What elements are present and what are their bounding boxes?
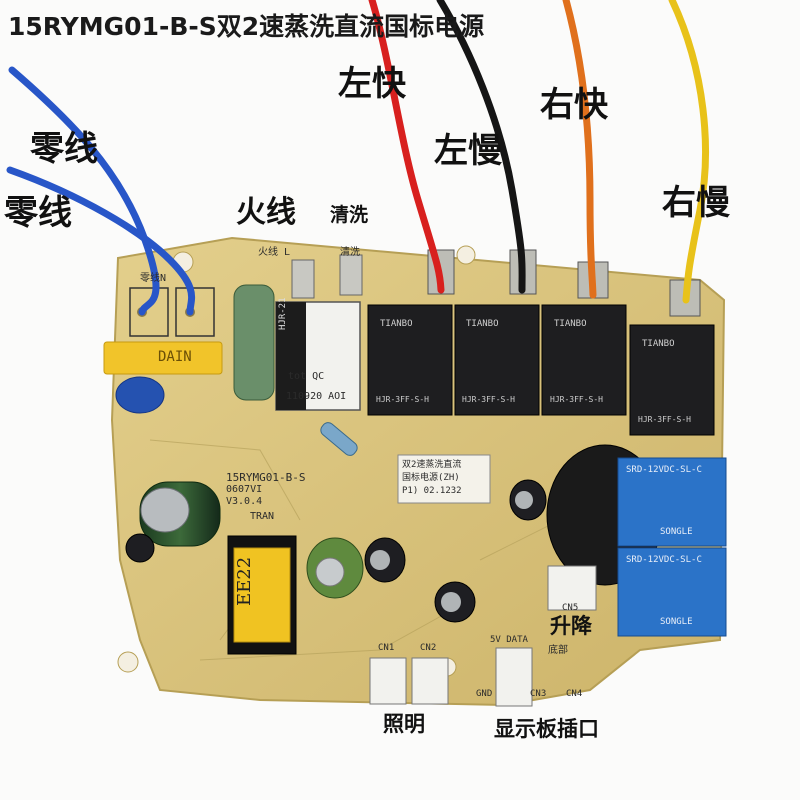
label-display-port: 显示板插口	[494, 717, 599, 741]
relay-brand-4: TIANBO	[642, 339, 675, 349]
relay-lift-down	[617, 547, 727, 637]
pcb-version: V3.0.4	[226, 496, 263, 507]
resistor	[320, 422, 358, 456]
label-lift: 升降	[550, 614, 592, 638]
pcb-date: 110920 AOI	[286, 391, 347, 402]
cn1-connector	[369, 657, 407, 705]
relay-brand-3: TIANBO	[554, 319, 587, 329]
relay-lift-up	[617, 457, 727, 547]
label-left-fast: 左快	[338, 64, 406, 104]
relay-model-2: HJR-3FF-S-H	[462, 395, 515, 404]
film-capacitor	[233, 284, 275, 401]
srd-brand-1: SONGLE	[660, 527, 693, 537]
wire-neutral-2	[6, 166, 196, 316]
neutral-terminal	[175, 287, 215, 337]
pcb-cap-label: DAIN	[158, 349, 192, 365]
cn2-connector	[411, 657, 449, 705]
srd-brand-2: SONGLE	[660, 617, 693, 627]
neutral-terminal	[129, 287, 169, 337]
relay-left-slow	[454, 304, 540, 416]
label-lighting: 照明	[383, 712, 425, 736]
wire-right-fast	[562, 0, 597, 299]
cn3-label: CN3	[530, 689, 547, 699]
pcb-clean-silk: 清洗	[340, 247, 360, 258]
label-live: 火线	[236, 195, 296, 230]
srd-model-2: SRD-12VDC-SL-C	[626, 555, 702, 565]
cn1-label: CN1	[378, 643, 395, 653]
mount-hole	[117, 651, 139, 673]
sticker-line3: P1) 02.1232	[402, 486, 462, 496]
label-right-slow: 右慢	[662, 183, 730, 223]
sticker-line2: 国标电源(ZH)	[402, 473, 460, 483]
sticker-line1: 双2速蒸洗直流	[402, 460, 462, 470]
pcb-rev: 0607VI	[226, 484, 263, 495]
label-left-slow: 左慢	[434, 131, 502, 171]
pcb-tran: TRAN	[250, 511, 275, 522]
label-right-fast: 右快	[540, 85, 608, 125]
relay-right-fast	[541, 304, 627, 416]
pcb-live-silk: 火线 L	[258, 247, 291, 258]
cn5-label: CN5	[562, 603, 579, 613]
dc-5v-label: 5V DATA	[490, 635, 528, 645]
relay-brand-2: TIANBO	[466, 319, 499, 329]
srd-model-1: SRD-12VDC-SL-C	[626, 465, 702, 475]
pcb-model: 15RYMG01-B-S	[226, 471, 306, 484]
relay-left-fast	[367, 304, 453, 416]
relay-brand-1: TIANBO	[380, 319, 413, 329]
transformer-label: EE22	[234, 556, 255, 606]
pcb-neutral-silk: 零线N	[140, 273, 167, 284]
disc-capacitor	[115, 376, 165, 414]
mount-hole	[456, 245, 476, 265]
label-sticker	[397, 454, 491, 504]
cn4-label: CN4	[566, 689, 583, 699]
wire-neutral-1	[8, 66, 160, 316]
x-capacitor	[103, 341, 223, 375]
wire-left-fast	[368, 0, 445, 294]
pcb-qc: tot QC	[288, 371, 325, 382]
wire-right-slow	[668, 0, 709, 304]
gnd-label: GND	[476, 689, 493, 699]
label-neutral-2: 零线	[4, 193, 72, 233]
cn2-label: CN2	[420, 643, 437, 653]
display-connector	[495, 647, 533, 707]
pcb-hjr21: HJR-21	[278, 297, 288, 330]
wire-left-slow	[436, 0, 526, 294]
cn5-connector	[547, 565, 597, 611]
relay-model-4: HJR-3FF-S-H	[638, 415, 691, 424]
relay-model-1: HJR-3FF-S-H	[376, 395, 429, 404]
bottom-label: 底部	[548, 645, 568, 656]
label-clean: 清洗	[330, 204, 369, 226]
relay-model-3: HJR-3FF-S-H	[550, 395, 603, 404]
label-neutral-1: 零线	[30, 129, 98, 169]
page-title: 15RYMG01-B-S双2速蒸洗直流国标电源	[8, 12, 485, 41]
relay-right-slow	[629, 324, 715, 436]
